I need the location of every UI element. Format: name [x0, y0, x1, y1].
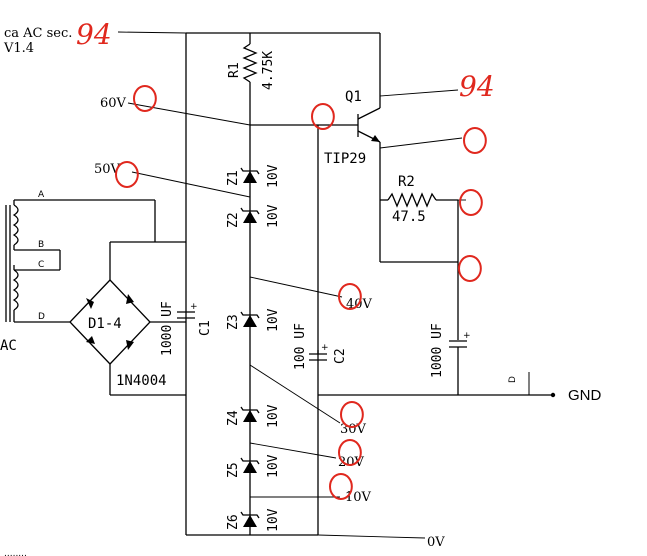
- c1-label: C1: [198, 320, 213, 336]
- svg-text:+: +: [463, 331, 471, 341]
- r1-label: R1: [227, 62, 242, 78]
- handwritten-circle: [133, 85, 157, 112]
- tap-c-label: C: [38, 260, 44, 270]
- tap-a-label: A: [38, 190, 45, 200]
- zener-z4: Z4 10V: [226, 404, 281, 428]
- handwritten-circle: [329, 473, 353, 500]
- footer-fragment: ........: [4, 549, 27, 556]
- ac-label: AC: [0, 338, 17, 354]
- tap-20v-reading: 0: [341, 434, 359, 467]
- r1-value: 4.75K: [261, 51, 276, 90]
- q1-leader: [379, 89, 459, 97]
- transformer: A B C D AC: [0, 190, 156, 354]
- output-reading: 0: [461, 250, 479, 283]
- header-leader-line: [117, 31, 187, 34]
- tap-0v-label: 0V: [427, 535, 445, 550]
- bridge-part: 1N4004: [116, 373, 167, 389]
- gnd-terminal: [550, 392, 556, 398]
- tap-d-label: D: [38, 312, 45, 322]
- z4-label: Z4: [226, 410, 241, 426]
- handwritten-circle: [338, 283, 362, 310]
- tap-40v-reading: 0: [341, 278, 359, 311]
- tap-40v-leader: [249, 276, 343, 298]
- tap-20v-label: 20V: [338, 455, 365, 470]
- z2-value: 10V: [266, 204, 281, 228]
- tap-20v-leader: [249, 442, 337, 459]
- z5-value: 10V: [266, 454, 281, 478]
- transistor-q1: Q1 TIP29: [324, 89, 381, 167]
- q1-part: TIP29: [324, 151, 366, 167]
- c2-value: 100 UF: [293, 323, 308, 370]
- z3-label: Z3: [226, 314, 241, 330]
- bridge-label: D1-4: [88, 316, 122, 332]
- zener-z5: Z5 10V: [226, 454, 281, 478]
- tap-30v-leader: [249, 364, 341, 424]
- z3-value: 10V: [266, 308, 281, 332]
- tap-10v-label: 10V: [345, 490, 372, 505]
- resistor-r1: R1 4.75K: [227, 33, 276, 125]
- header-title: ca AC sec.: [4, 26, 72, 41]
- c1-value: 1000 UF: [160, 301, 175, 356]
- resistor-r2: R2 47.5: [380, 174, 458, 225]
- handwritten-circle: [459, 189, 483, 216]
- handwritten-circle: [340, 401, 364, 428]
- tap-60v-leader: [127, 102, 251, 126]
- zener-z6: Z6 10V: [226, 508, 281, 532]
- handwritten-circle: [458, 255, 482, 282]
- capacitor-c1: + C1 1000 UF: [160, 301, 213, 356]
- z1-label: Z1: [226, 170, 241, 186]
- handwritten-circle: [338, 439, 362, 466]
- q1-label: Q1: [345, 89, 362, 105]
- header-version: V1.4: [3, 41, 34, 56]
- r2-value: 47.5: [392, 209, 426, 225]
- bridge-rectifier: D1-4 1N4004: [69, 279, 167, 389]
- capacitor-c2: + C2 100 UF: [293, 323, 348, 370]
- z5-label: Z5: [226, 462, 241, 478]
- zener-z2: Z2 10V: [226, 204, 281, 228]
- svg-text:+: +: [321, 343, 329, 353]
- svg-text:+: +: [190, 302, 198, 312]
- handwritten-circle: [311, 103, 335, 130]
- handwritten-input-reading: 94: [76, 18, 112, 51]
- base-reading: 0: [314, 98, 332, 131]
- c2-label: C2: [333, 348, 348, 364]
- z2-label: Z2: [226, 212, 241, 228]
- tap-60v-reading: 0: [136, 80, 154, 113]
- tap-10v-reading: 0: [332, 468, 350, 501]
- tap-b-label: B: [38, 240, 44, 250]
- z4-value: 10V: [266, 404, 281, 428]
- zener-z3: Z3 10V: [226, 308, 281, 332]
- tap-50v-leader: [131, 171, 251, 198]
- output-cap-value: 1000 UF: [430, 323, 445, 378]
- r2-output-reading: 0: [462, 184, 480, 217]
- tap-30v-reading: 0: [343, 396, 361, 429]
- emitter-reading: 0: [466, 122, 484, 155]
- tap-60v-label: 60V: [100, 96, 127, 111]
- q1-reading: 94: [459, 70, 495, 103]
- z6-label: Z6: [226, 514, 241, 530]
- gnd-pin-label: D: [508, 376, 518, 383]
- zener-z1: Z1 10V: [226, 164, 281, 188]
- zero-volt-leader: [317, 534, 426, 539]
- tap-50v-reading: 0: [118, 156, 136, 189]
- gnd-label: GND: [568, 387, 602, 404]
- z1-value: 10V: [266, 164, 281, 188]
- capacitor-output: + 1000 UF: [430, 323, 471, 395]
- emitter-leader: [379, 137, 463, 149]
- handwritten-circle: [115, 161, 139, 188]
- r2-label: R2: [398, 174, 415, 190]
- handwritten-circle: [463, 127, 487, 154]
- tap-50v-label: 50V: [94, 162, 121, 177]
- z6-value: 10V: [266, 508, 281, 532]
